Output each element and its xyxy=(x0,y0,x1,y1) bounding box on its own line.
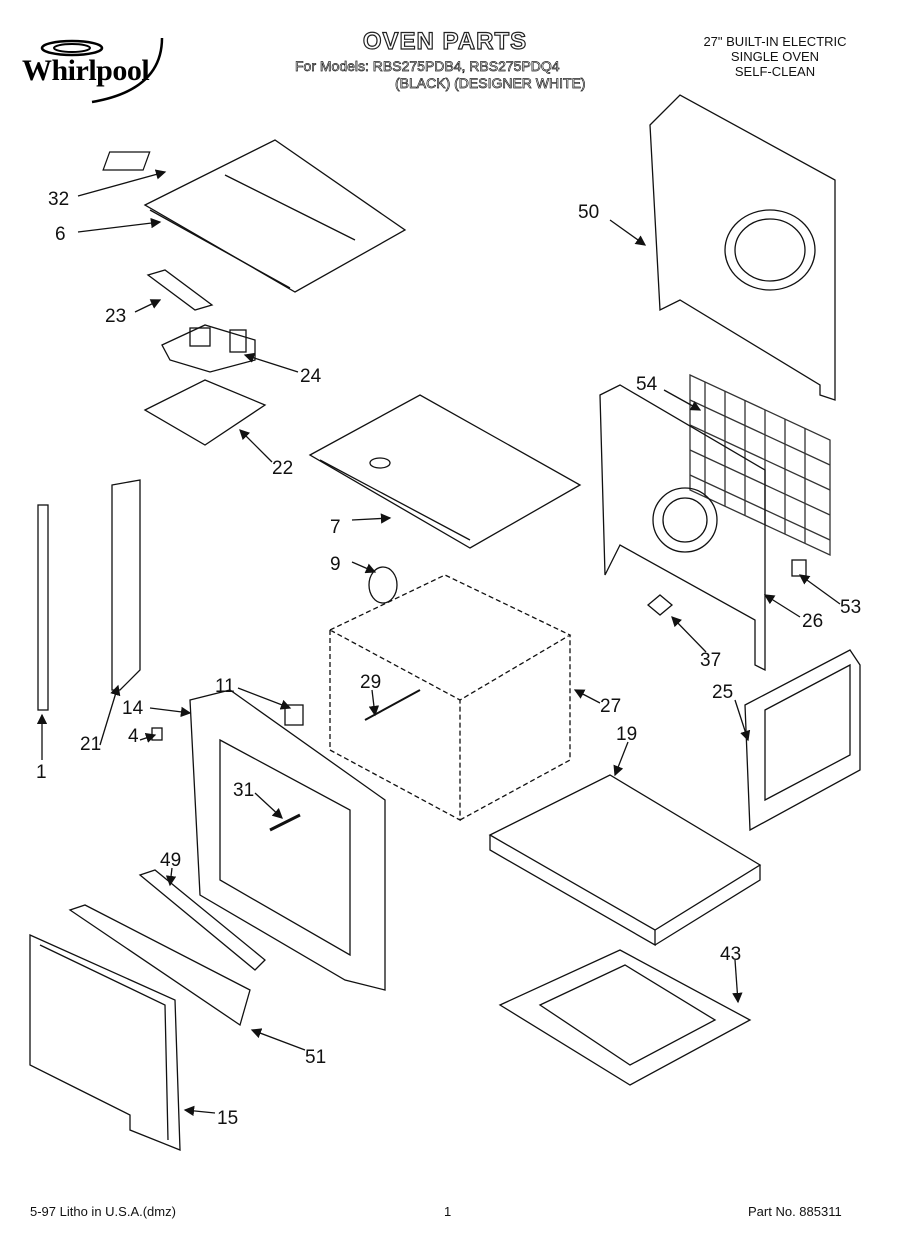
part-27-oven-cavity xyxy=(328,574,572,822)
part-43-lower-tray xyxy=(498,949,752,1086)
callout-31: 31 xyxy=(233,780,254,801)
part-6-top-cover xyxy=(102,139,407,293)
part-37-part xyxy=(646,594,674,616)
callout-37: 37 xyxy=(700,650,721,671)
callout-32: 32 xyxy=(48,189,69,210)
part-53-part xyxy=(791,559,807,577)
callout-51: 51 xyxy=(305,1047,326,1068)
part-24-switch-assembly xyxy=(161,324,256,373)
callout-23: 23 xyxy=(105,306,126,327)
callout-43: 43 xyxy=(720,944,741,965)
callout-22: 22 xyxy=(272,458,293,479)
part-49-vent xyxy=(138,869,266,971)
part-11-part xyxy=(284,704,304,726)
callout-53: 53 xyxy=(840,597,861,618)
callout-19: 19 xyxy=(616,724,637,745)
models-line-1: For Models: RBS275PDB4, RBS275PDQ4 xyxy=(295,58,560,75)
part-19-broil-pan xyxy=(488,774,762,947)
callout-4: 4 xyxy=(128,726,139,747)
product-spec: 27" BUILT-IN ELECTRIC SINGLE OVEN SELF-C… xyxy=(690,34,860,79)
callout-49: 49 xyxy=(160,850,181,871)
spec-line-1: 27" BUILT-IN ELECTRIC xyxy=(703,34,847,49)
spec-line-3: SELF-CLEAN xyxy=(734,64,816,79)
part-25-side-panel xyxy=(744,649,861,832)
callout-11: 11 xyxy=(215,676,235,697)
part-4-screw xyxy=(151,727,163,741)
callout-7: 7 xyxy=(330,517,341,538)
callout-54: 54 xyxy=(636,374,658,395)
part-9-thermostat xyxy=(368,566,398,604)
part-22-panel xyxy=(143,379,267,446)
footer-part-number: Part No. 885311 xyxy=(748,1204,842,1219)
callout-21: 21 xyxy=(80,734,101,755)
part-54-insulation xyxy=(689,373,831,557)
part-21-trim xyxy=(111,479,141,691)
whirlpool-logo: Whirlpool xyxy=(22,30,187,110)
models-line-2: (BLACK) (DESIGNER WHITE) xyxy=(395,75,586,92)
footer-litho: 5-97 Litho in U.S.A.(dmz) xyxy=(30,1204,176,1219)
part-51-vent xyxy=(68,904,251,1027)
whirlpool-logo-icon xyxy=(40,37,164,104)
part-31-part xyxy=(269,813,301,832)
part-1-trim xyxy=(37,504,49,711)
callout-24: 24 xyxy=(300,366,322,387)
callout-26: 26 xyxy=(802,611,823,632)
callout-14: 14 xyxy=(122,698,144,719)
callout-50: 50 xyxy=(578,202,599,223)
callout-29: 29 xyxy=(360,672,381,693)
part-14-front-frame xyxy=(189,689,386,991)
callout-6: 6 xyxy=(55,224,66,245)
spec-line-2: SINGLE OVEN xyxy=(730,49,820,64)
model-list: For Models: RBS275PDB4, RBS275PDQ4 (BLAC… xyxy=(295,58,615,92)
page-title: OVEN PARTS xyxy=(362,27,528,55)
part-7-tray xyxy=(308,394,582,549)
part-23-bracket xyxy=(146,269,214,311)
leader-arrow-icon xyxy=(36,169,841,1117)
callout-25: 25 xyxy=(712,682,733,703)
part-26-back-panel xyxy=(599,384,766,672)
callout-1: 1 xyxy=(36,762,47,783)
callout-15: 15 xyxy=(217,1108,238,1129)
callout-9: 9 xyxy=(330,554,341,575)
brand-name: Whirlpool xyxy=(22,54,150,87)
footer-page-number: 1 xyxy=(444,1204,452,1219)
part-15-gasket xyxy=(29,933,181,1151)
callout-27: 27 xyxy=(600,696,621,717)
part-50-rear-panel xyxy=(649,94,836,401)
